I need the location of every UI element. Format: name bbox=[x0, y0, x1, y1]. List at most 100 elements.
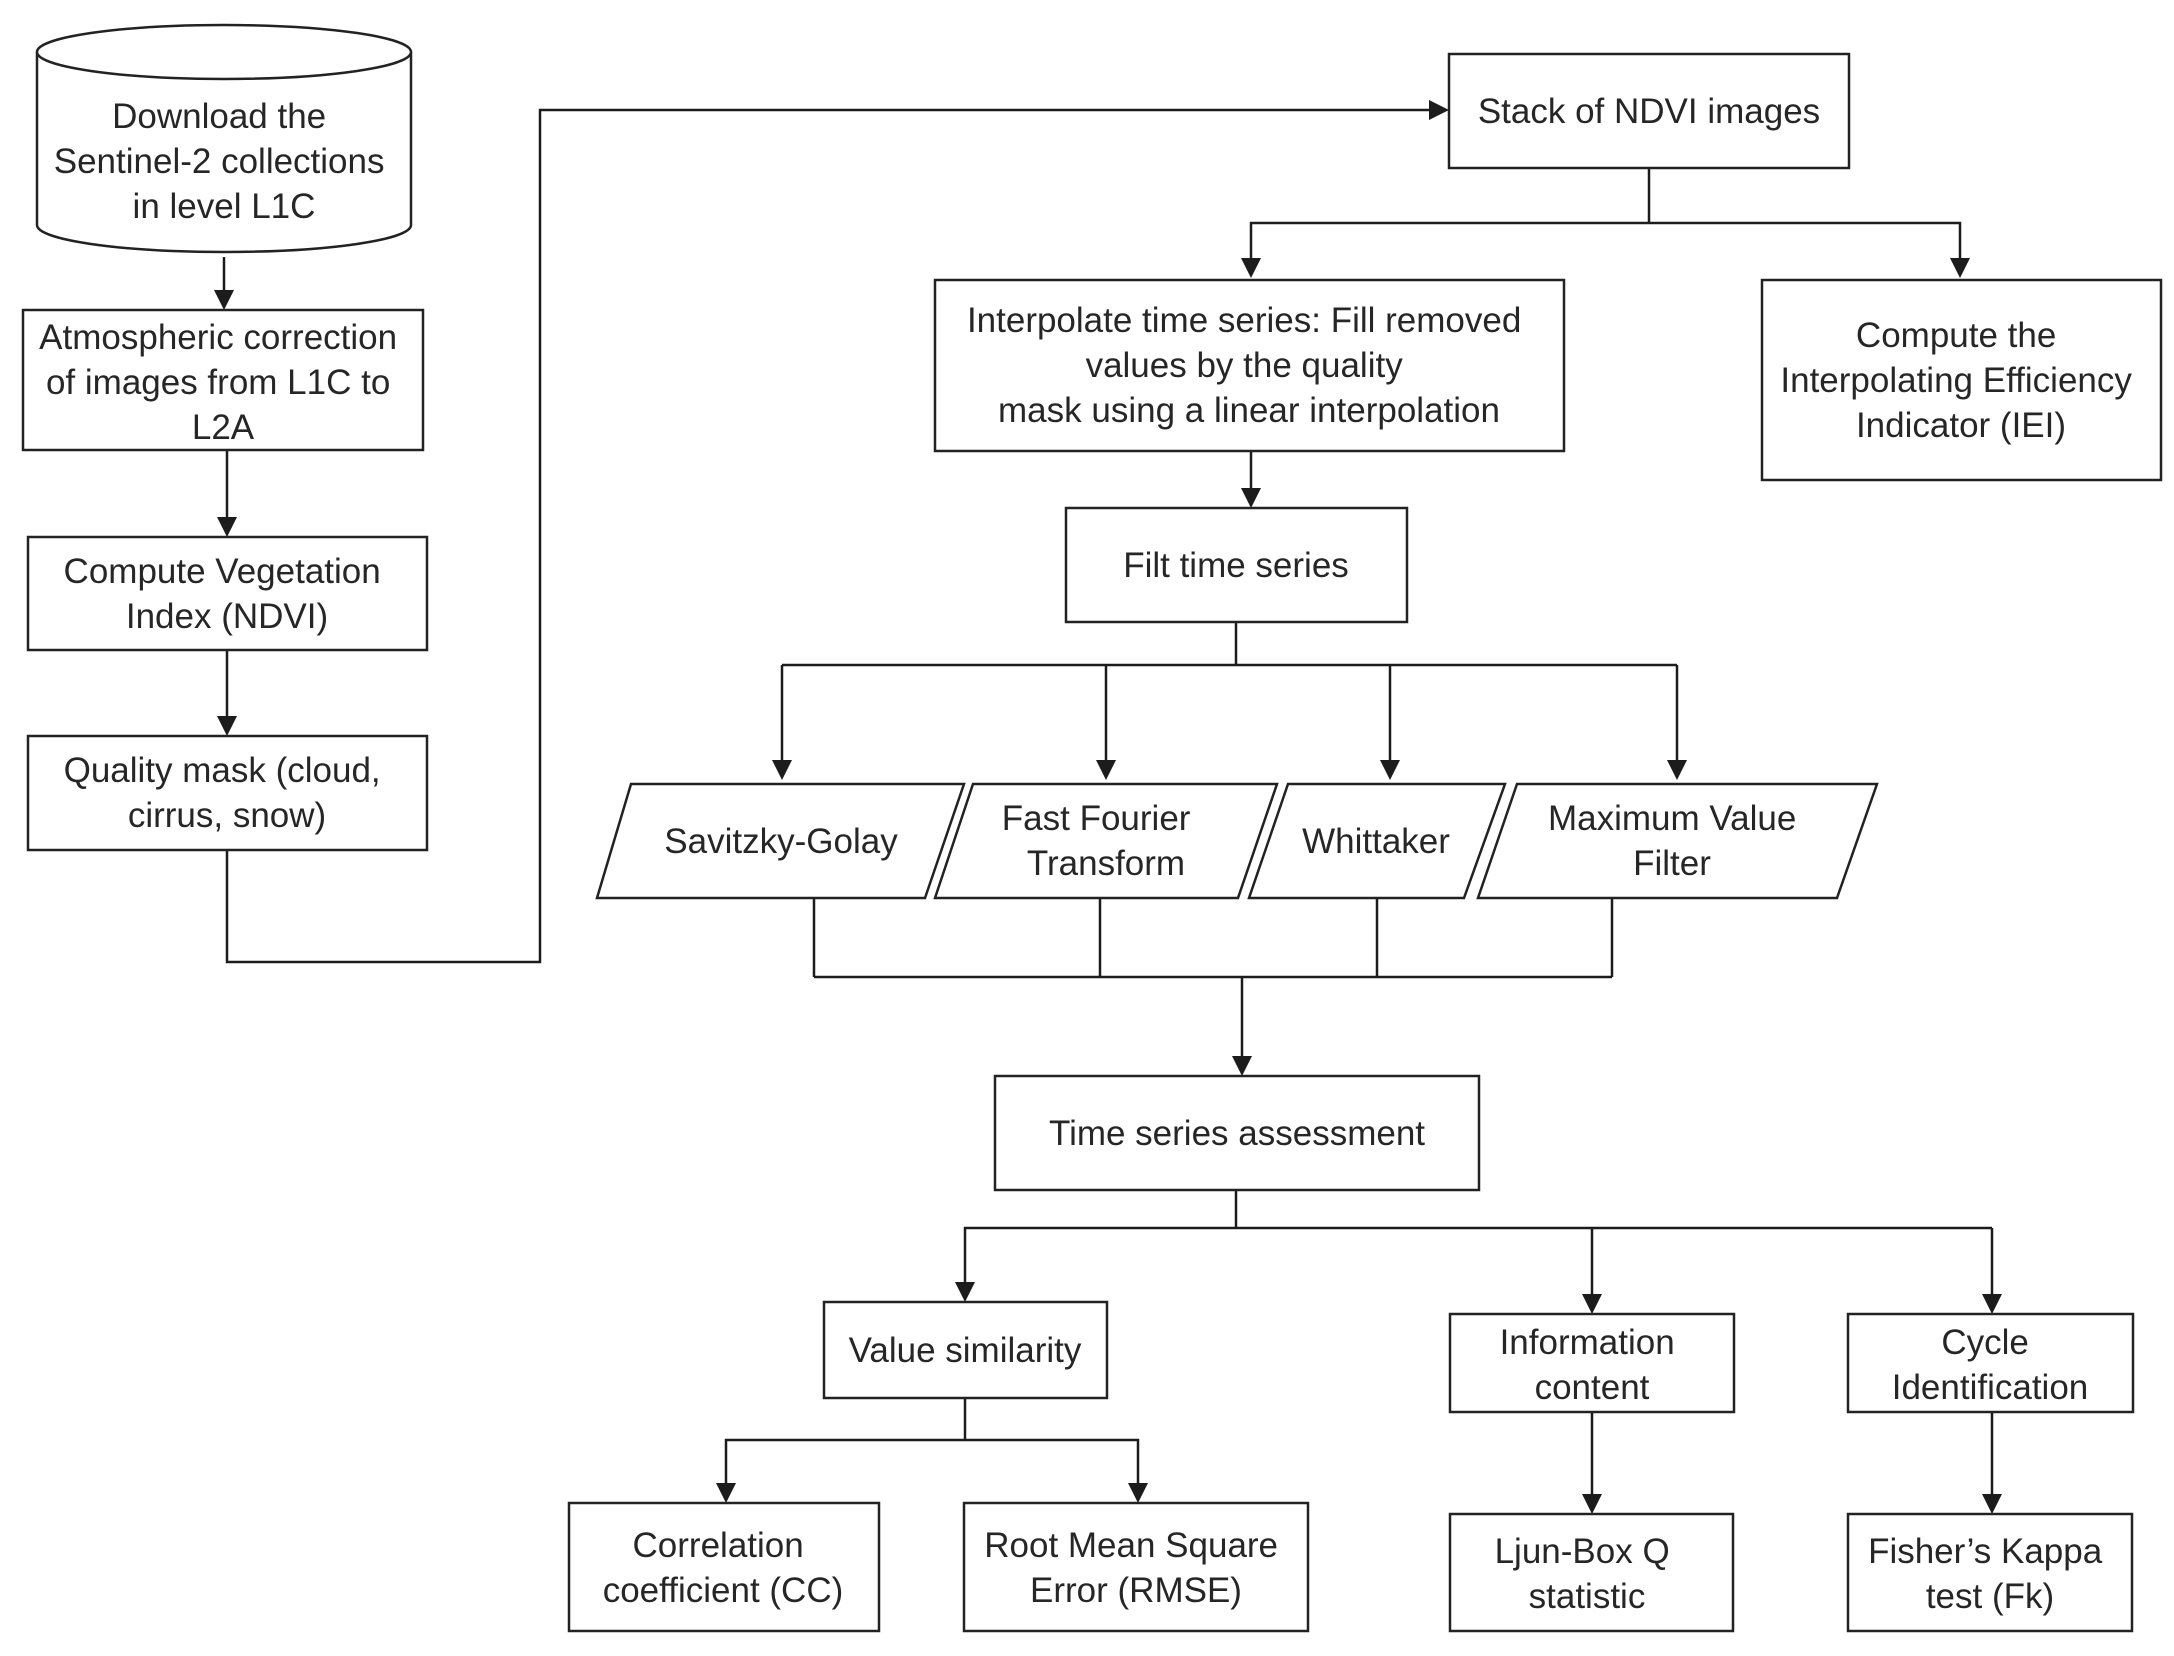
arrowhead-information bbox=[1582, 1294, 1602, 1314]
node-atmospheric-line-3: L2A bbox=[192, 408, 255, 447]
arrowhead-filt bbox=[1241, 488, 1261, 508]
node-fisher-line-2: test (Fk) bbox=[1926, 1577, 2054, 1616]
arrowhead-cc bbox=[716, 1483, 736, 1503]
connectors bbox=[222, 108, 1994, 1494]
node-information-line-1: Information bbox=[1500, 1323, 1675, 1362]
arrowhead-iei bbox=[1950, 258, 1970, 278]
node-assessment-label: Time series assessment bbox=[1049, 1114, 1425, 1153]
node-fisher-label: Fisher’s Kappa test (Fk) bbox=[1868, 1532, 2112, 1616]
node-download-sentinel2: Download the Sentinel-2 collections in l… bbox=[35, 23, 413, 254]
arrowhead-assessment bbox=[1232, 1056, 1252, 1076]
node-stack-ndvi: Stack of NDVI images bbox=[1447, 52, 1851, 170]
node-whittaker-line-1: Whittaker bbox=[1302, 822, 1450, 861]
node-stack-line-1: Stack of NDVI images bbox=[1478, 92, 1820, 131]
node-value-similarity: Value similarity bbox=[822, 1300, 1109, 1400]
node-savitzky-label: Savitzky-Golay bbox=[664, 822, 898, 861]
node-cc-line-1: Correlation bbox=[633, 1526, 804, 1565]
node-information-content: Information content bbox=[1448, 1312, 1736, 1414]
connector-filters-to-assessment bbox=[812, 898, 1614, 1062]
node-time-series-assessment: Time series assessment bbox=[993, 1074, 1481, 1192]
node-rmse-line-2: Error (RMSE) bbox=[1030, 1571, 1242, 1610]
node-savitzky-golay: Savitzky-Golay bbox=[595, 782, 966, 900]
node-download-line-2: Sentinel-2 collections bbox=[54, 142, 385, 181]
node-fast-fourier-transform: Fast Fourier Transform bbox=[933, 782, 1279, 900]
arrowhead-quality bbox=[217, 716, 237, 736]
node-download-label: Download the Sentinel-2 collections in l… bbox=[54, 97, 394, 226]
node-maximum-value-filter: Maximum Value Filter bbox=[1476, 782, 1879, 900]
node-quality-line-2: cirrus, snow) bbox=[128, 796, 326, 835]
arrowhead-stack bbox=[1429, 100, 1449, 120]
node-iei-line-3: Indicator (IEI) bbox=[1856, 406, 2066, 445]
arrowhead-rmse bbox=[1128, 1483, 1148, 1503]
node-interpolate-line-1: Interpolate time series: Fill removed bbox=[967, 301, 1521, 340]
node-vegetation-line-1: Compute Vegetation bbox=[64, 552, 381, 591]
node-correlation-coefficient: Correlation coefficient (CC) bbox=[567, 1501, 881, 1633]
node-filt-time-series: Filt time series bbox=[1064, 506, 1409, 624]
arrowhead-vegetation bbox=[217, 517, 237, 537]
connector-stack-split bbox=[1249, 168, 1962, 264]
arrowhead-fft bbox=[1096, 760, 1116, 780]
node-download-line-3: in level L1C bbox=[133, 187, 316, 226]
arrowheads bbox=[214, 100, 2002, 1514]
arrowhead-whittaker bbox=[1380, 760, 1400, 780]
node-stack-label: Stack of NDVI images bbox=[1478, 92, 1820, 131]
node-quality-label: Quality mask (cloud, cirrus, snow) bbox=[64, 751, 391, 835]
node-cycle-label: Cycle Identification bbox=[1892, 1323, 2089, 1407]
connector-quality-to-stack bbox=[225, 108, 1429, 964]
node-fisher-line-1: Fisher’s Kappa bbox=[1868, 1532, 2103, 1571]
node-filt-line-1: Filt time series bbox=[1123, 546, 1349, 585]
node-quality-mask: Quality mask (cloud, cirrus, snow) bbox=[26, 734, 429, 852]
node-similarity-line-1: Value similarity bbox=[849, 1331, 1082, 1370]
node-ljung-line-1: Ljun-Box Q bbox=[1495, 1532, 1670, 1571]
node-filt-label: Filt time series bbox=[1123, 546, 1349, 585]
node-mvf-line-1: Maximum Value bbox=[1548, 799, 1796, 838]
node-iei-label: Compute the Interpolating Efficiency Ind… bbox=[1780, 316, 2141, 445]
node-iei-line-2: Interpolating Efficiency bbox=[1780, 361, 2132, 400]
node-cycle-identification: Cycle Identification bbox=[1846, 1312, 2135, 1414]
node-similarity-label: Value similarity bbox=[849, 1331, 1082, 1370]
node-interpolate-line-3: mask using a linear interpolation bbox=[998, 391, 1500, 430]
node-vegetation-label: Compute Vegetation Index (NDVI) bbox=[64, 552, 391, 636]
connector-similarity-split bbox=[724, 1398, 1140, 1483]
arrowhead-ljung bbox=[1582, 1494, 1602, 1514]
node-rmse-label: Root Mean Square Error (RMSE) bbox=[984, 1526, 1288, 1610]
node-interpolate-time-series: Interpolate time series: Fill removed va… bbox=[933, 278, 1566, 453]
node-atmospheric-line-1: Atmospheric correction bbox=[39, 318, 397, 357]
node-whittaker-label: Whittaker bbox=[1302, 822, 1450, 861]
node-information-line-2: content bbox=[1535, 1368, 1650, 1407]
node-whittaker: Whittaker bbox=[1247, 782, 1507, 900]
node-quality-line-1: Quality mask (cloud, bbox=[64, 751, 381, 790]
connector-assessment-split bbox=[963, 1190, 1994, 1300]
node-compute-vegetation-index: Compute Vegetation Index (NDVI) bbox=[26, 535, 429, 652]
node-information-label: Information content bbox=[1500, 1323, 1685, 1407]
node-download-line-1: Download the bbox=[112, 97, 326, 136]
node-compute-iei: Compute the Interpolating Efficiency Ind… bbox=[1760, 278, 2163, 482]
node-cc-line-2: coefficient (CC) bbox=[603, 1571, 844, 1610]
arrowhead-similarity bbox=[955, 1282, 975, 1302]
node-fft-label: Fast Fourier Transform bbox=[1002, 799, 1200, 883]
arrowhead-interpolate bbox=[1241, 258, 1261, 278]
node-mvf-label: Maximum Value Filter bbox=[1548, 799, 1806, 883]
node-vegetation-line-2: Index (NDVI) bbox=[126, 597, 328, 636]
connector-filt-to-filters bbox=[780, 622, 1679, 765]
node-fft-line-1: Fast Fourier bbox=[1002, 799, 1191, 838]
node-ljung-line-2: statistic bbox=[1529, 1577, 1646, 1616]
node-cycle-line-2: Identification bbox=[1892, 1368, 2089, 1407]
node-ljung-box-q: Ljun-Box Q statistic bbox=[1448, 1512, 1735, 1633]
arrowhead-fisher bbox=[1982, 1494, 2002, 1514]
node-interpolate-line-2: values by the quality bbox=[1086, 346, 1404, 385]
node-fishers-kappa: Fisher’s Kappa test (Fk) bbox=[1846, 1512, 2134, 1633]
node-atmospheric-correction: Atmospheric correction of images from L1… bbox=[21, 308, 425, 452]
node-atmospheric-line-2: of images from L1C to bbox=[46, 363, 390, 402]
node-iei-line-1: Compute the bbox=[1856, 316, 2056, 355]
arrowhead-savitzky bbox=[772, 760, 792, 780]
node-savitzky-line-1: Savitzky-Golay bbox=[664, 822, 898, 861]
node-assessment-line-1: Time series assessment bbox=[1049, 1114, 1425, 1153]
node-interpolate-label: Interpolate time series: Fill removed va… bbox=[967, 301, 1531, 430]
node-ljung-label: Ljun-Box Q statistic bbox=[1495, 1532, 1680, 1616]
node-atmospheric-label: Atmospheric correction of images from L1… bbox=[39, 318, 407, 447]
arrowhead-atmospheric bbox=[214, 290, 234, 310]
node-cycle-line-1: Cycle bbox=[1941, 1323, 2029, 1362]
node-rmse-line-1: Root Mean Square bbox=[984, 1526, 1278, 1565]
